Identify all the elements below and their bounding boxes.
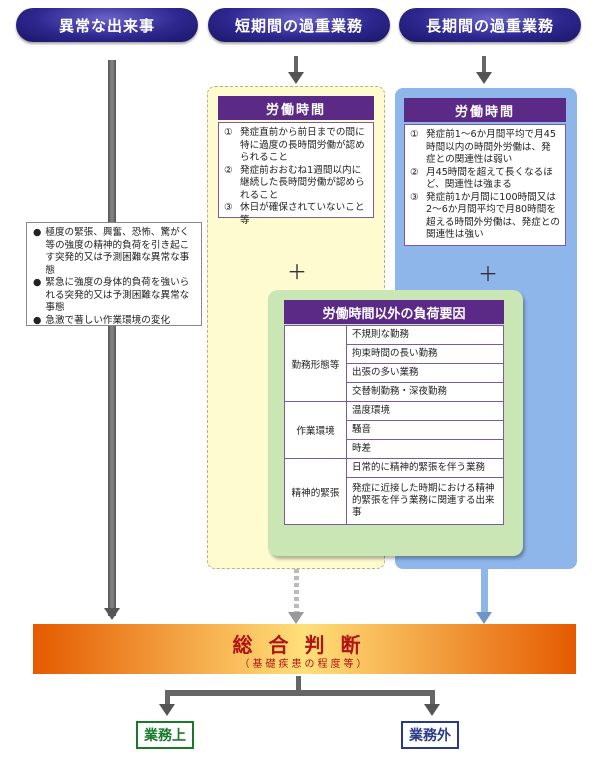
load-factors-title: 労働時間以外の負荷要因 <box>284 300 504 324</box>
abnormal-item-2: ●緊急に強度の身体的負荷を強いられる突発的又は予測困難な異常な事態 <box>33 277 190 313</box>
right-branch-line <box>430 690 435 706</box>
left-branch-arrow <box>159 704 175 716</box>
header-long-term: 長期間の過重業務 <box>399 8 581 42</box>
short-top-arrow <box>288 72 304 84</box>
factor-group-label: 作業環境 <box>285 402 347 458</box>
abnormal-item-1: ●極度の緊張、興奮、恐怖、驚がく等の強度の精神的負荷を引き起こす突発的又は予測困… <box>33 227 190 276</box>
long-bottom-line <box>481 569 488 614</box>
factor-group-label: 精神的緊張 <box>285 459 347 524</box>
factor-item: 日常的に精神的緊張を伴う業務 <box>347 459 503 478</box>
factor-group-work-form: 勤務形態等 不規則な勤務 拘束時間の長い勤務 出張の多い業務 交替制勤務・深夜勤… <box>285 326 503 402</box>
factor-item: 交替制勤務・深夜勤務 <box>352 386 448 397</box>
short-plus-sign: ＋ <box>287 260 307 284</box>
short-bottom-line <box>294 569 299 614</box>
abnormal-item-3: ●急激で著しい作業環境の変化 <box>33 314 171 326</box>
short-bottom-arrow <box>288 612 304 624</box>
result-work-related: 業務上 <box>136 721 194 749</box>
right-branch-arrow <box>424 704 440 716</box>
factor-group-label: 勤務形態等 <box>285 326 347 401</box>
factor-item: 騒音 <box>347 421 503 440</box>
long-panel-title: 労働時間 <box>404 98 566 122</box>
long-top-line <box>482 56 486 74</box>
short-panel-title: 労働時間 <box>218 96 374 120</box>
judgment-subtitle: （基礎疾患の程度等） <box>239 659 370 670</box>
long-bottom-arrow <box>476 612 492 624</box>
factor-item: 拘束時間の長い勤務 <box>347 345 503 364</box>
factor-item: 時差 <box>352 443 372 454</box>
left-branch-line <box>165 690 170 706</box>
factor-item: 不規則な勤務 <box>347 326 503 345</box>
factor-item: 発症に近接した時期における精神的緊張を伴う業務に関連する出来事 <box>352 483 495 518</box>
header-short-term: 短期間の過重業務 <box>208 8 390 42</box>
abnormal-event-box: ●極度の緊張、興奮、恐怖、驚がく等の強度の精神的負荷を引き起こす突発的又は予測困… <box>26 222 202 326</box>
long-top-arrow <box>476 72 492 84</box>
result-not-work-related: 業務外 <box>401 721 459 749</box>
overall-judgment-band: 総合判断 （基礎疾患の程度等） <box>33 624 576 674</box>
abnormal-arrow-head <box>104 608 120 620</box>
result-branch <box>165 690 435 696</box>
header-abnormal-event: 異常な出来事 <box>16 8 198 42</box>
factor-item: 出張の多い業務 <box>347 364 503 383</box>
abnormal-flow-line <box>108 60 116 616</box>
factor-group-environment: 作業環境 温度環境 騒音 時差 <box>285 402 503 459</box>
judgment-title: 総合判断 <box>232 633 377 657</box>
result-stem <box>296 676 301 694</box>
short-top-line <box>294 56 298 74</box>
factor-item: 温度環境 <box>347 402 503 421</box>
long-plus-sign: ＋ <box>478 262 498 286</box>
load-factors-table: 勤務形態等 不規則な勤務 拘束時間の長い勤務 出張の多い業務 交替制勤務・深夜勤… <box>284 325 504 525</box>
factor-group-mental: 精神的緊張 日常的に精神的緊張を伴う業務 発症に近接した時期における精神的緊張を… <box>285 459 503 524</box>
